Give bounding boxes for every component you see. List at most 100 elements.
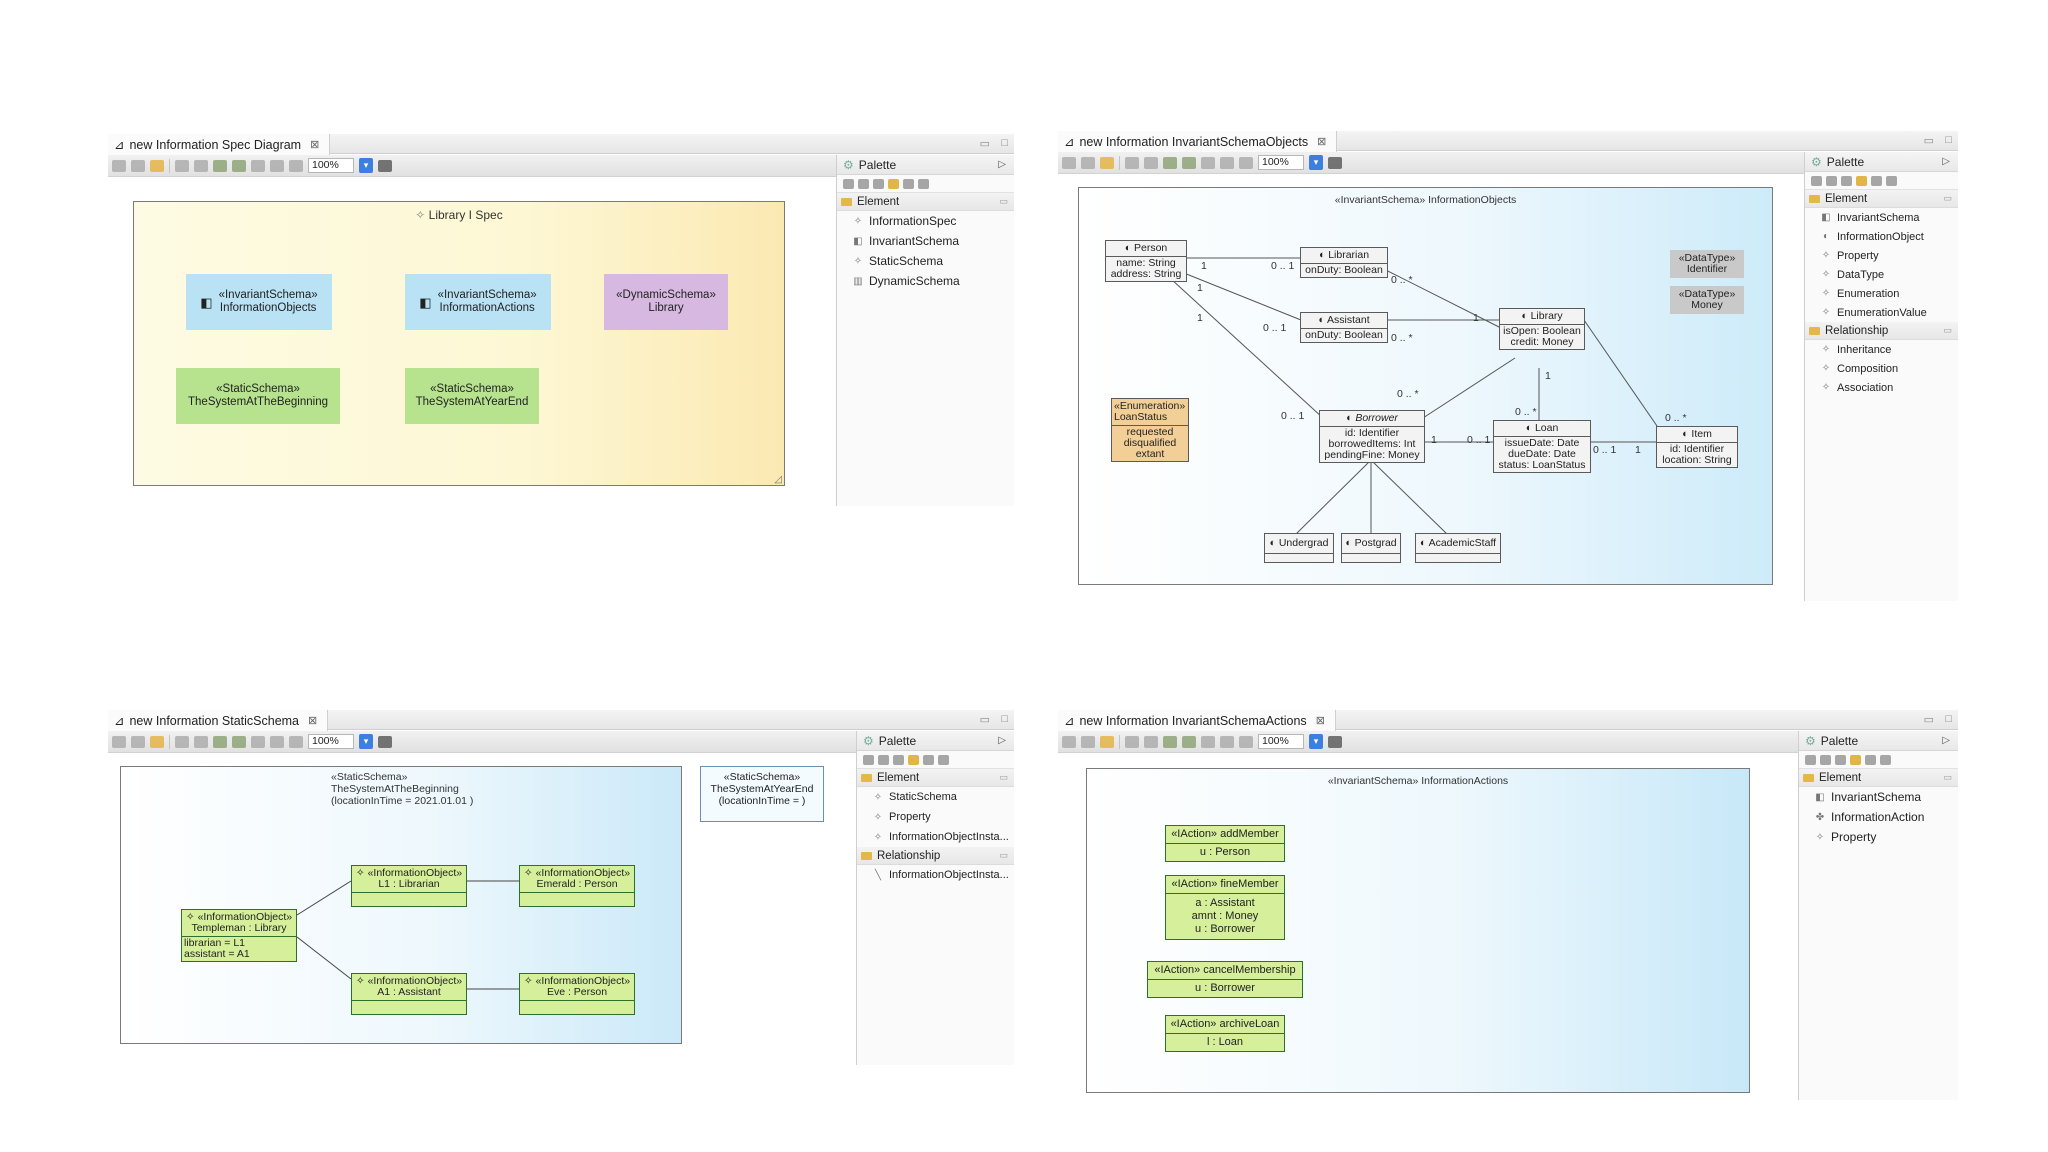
static-schema-canvas[interactable]: «StaticSchema» TheSystemAtTheBeginning (…	[120, 766, 682, 1044]
collapse-arrow-icon[interactable]: ▷	[998, 735, 1006, 746]
palette-item[interactable]: ✧InformationObjectInsta...	[857, 827, 1014, 847]
export-image-icon[interactable]	[1328, 735, 1342, 748]
zoom-dropdown-icon[interactable]: ▾	[359, 158, 373, 173]
link-icon[interactable]	[923, 754, 934, 765]
note-icon[interactable]	[908, 754, 919, 765]
palette-item[interactable]: ✧StaticSchema	[857, 787, 1014, 807]
palette-header[interactable]: ⚙ Palette ▷	[837, 155, 1014, 175]
font-icon[interactable]	[1201, 735, 1215, 748]
edit-icon[interactable]	[1100, 156, 1114, 169]
schema-year-end-box[interactable]: «StaticSchema» TheSystemAtYearEnd (locat…	[700, 766, 824, 822]
editor-tab[interactable]: ⊿ new Information InvariantSchemaActions…	[1058, 710, 1336, 731]
palette-item[interactable]: ✤InformationAction	[1799, 807, 1958, 827]
collapse-arrow-icon[interactable]: ▷	[998, 159, 1006, 170]
object-emerald[interactable]: ✧ «InformationObject»Emerald : Person	[519, 865, 635, 907]
collapse-icon[interactable]: ▭	[999, 772, 1008, 782]
zoom-in-icon[interactable]	[1826, 175, 1837, 186]
class-librarian[interactable]: ◐ Librarian onDuty: Boolean	[1300, 247, 1388, 278]
palette-group-element[interactable]: Element ▭	[857, 769, 1014, 787]
connector-icon[interactable]	[1144, 735, 1158, 748]
collapse-icon[interactable]: ▭	[999, 196, 1008, 206]
palette-group-element[interactable]: Element ▭	[1799, 769, 1958, 787]
zoom-field[interactable]: 100%	[308, 734, 354, 749]
schema-node[interactable]: «StaticSchema» TheSystemAtYearEnd	[405, 368, 539, 424]
minimize-icon[interactable]: ▭	[1923, 135, 1934, 147]
palette-header[interactable]: ⚙ Palette ▷	[1799, 731, 1958, 751]
palette-item[interactable]: ▥DynamicSchema	[837, 271, 1014, 291]
maximize-icon[interactable]: □	[1001, 137, 1008, 149]
zoom-in-icon[interactable]	[270, 159, 284, 172]
zoom-in-icon[interactable]	[1820, 754, 1831, 765]
connector-icon[interactable]	[194, 159, 208, 172]
arrange-icon[interactable]	[232, 735, 246, 748]
select-tool-icon[interactable]	[112, 735, 126, 748]
select-tool-icon[interactable]	[112, 159, 126, 172]
editor-tab[interactable]: ⊿ new Information StaticSchema ⊠	[108, 710, 329, 731]
edit-icon[interactable]	[1100, 735, 1114, 748]
schema-node[interactable]: «StaticSchema» TheSystemAtTheBeginning	[176, 368, 340, 424]
connector-icon[interactable]	[194, 735, 208, 748]
zoom-in-icon[interactable]	[1220, 156, 1234, 169]
export-image-icon[interactable]	[378, 735, 392, 748]
zoom-out-icon[interactable]	[1239, 735, 1253, 748]
minimize-icon[interactable]: ▭	[979, 138, 990, 150]
palette-item[interactable]: ✧Inheritance	[1805, 340, 1958, 359]
palette-item[interactable]: ✧DataType	[1805, 265, 1958, 284]
maximize-icon[interactable]: □	[1001, 713, 1008, 725]
zoom-field[interactable]: 100%	[1258, 734, 1304, 749]
route-icon[interactable]	[213, 735, 227, 748]
minimize-icon[interactable]: ▭	[1923, 714, 1934, 726]
collapse-arrow-icon[interactable]: ▷	[1942, 156, 1950, 167]
zoom-out-icon[interactable]	[1841, 175, 1852, 186]
pointer-icon[interactable]	[843, 178, 854, 189]
link-icon[interactable]	[903, 178, 914, 189]
link-icon[interactable]	[1865, 754, 1876, 765]
font-icon[interactable]	[251, 159, 265, 172]
class-diagram-canvas[interactable]: «InvariantSchema» InformationObjects ◐ P…	[1078, 187, 1773, 585]
object-a1[interactable]: ✧ «InformationObject»A1 : Assistant	[351, 973, 467, 1015]
actions-canvas[interactable]: «InvariantSchema» InformationActions «IA…	[1086, 768, 1750, 1093]
edit-icon[interactable]	[150, 735, 164, 748]
shape-icon[interactable]	[175, 159, 189, 172]
pointer-icon[interactable]	[863, 754, 874, 765]
zoom-in-icon[interactable]	[858, 178, 869, 189]
schema-node[interactable]: ◧ «InvariantSchema»InformationObjects	[186, 274, 332, 330]
select-tool-icon[interactable]	[1062, 156, 1076, 169]
zoom-out-icon[interactable]	[289, 159, 303, 172]
datatype-identifier[interactable]: «DataType» Identifier	[1670, 250, 1744, 278]
object-eve[interactable]: ✧ «InformationObject»Eve : Person	[519, 973, 635, 1015]
maximize-icon[interactable]: □	[1945, 134, 1952, 146]
action-add-member[interactable]: «IAction» addMember u : Person	[1165, 825, 1285, 862]
close-icon[interactable]: ⊠	[308, 715, 318, 727]
layout-icon[interactable]	[1081, 156, 1095, 169]
zoom-field[interactable]: 100%	[1258, 155, 1304, 170]
schema-node[interactable]: ◧ «InvariantSchema»InformationActions	[405, 274, 551, 330]
link-icon[interactable]	[1871, 175, 1882, 186]
resize-handle-icon[interactable]: ◿	[774, 474, 782, 485]
pen-icon[interactable]	[938, 754, 949, 765]
schema-node[interactable]: «DynamicSchema» Library	[604, 274, 728, 330]
pointer-icon[interactable]	[1805, 754, 1816, 765]
export-image-icon[interactable]	[378, 159, 392, 172]
pen-icon[interactable]	[1886, 175, 1897, 186]
pen-icon[interactable]	[1880, 754, 1891, 765]
minimize-icon[interactable]: ▭	[979, 714, 990, 726]
palette-item[interactable]: ✧Enumeration	[1805, 284, 1958, 303]
zoom-dropdown-icon[interactable]: ▾	[359, 734, 373, 749]
zoom-in-icon[interactable]	[270, 735, 284, 748]
object-l1[interactable]: ✧ «InformationObject»L1 : Librarian	[351, 865, 467, 907]
zoom-out-icon[interactable]	[893, 754, 904, 765]
layout-icon[interactable]	[131, 159, 145, 172]
maximize-icon[interactable]: □	[1945, 713, 1952, 725]
palette-item[interactable]: ◧InvariantSchema	[837, 231, 1014, 251]
route-icon[interactable]	[1163, 156, 1177, 169]
palette-group-relationship[interactable]: Relationship ▭	[1805, 322, 1958, 340]
note-icon[interactable]	[1856, 175, 1867, 186]
shape-icon[interactable]	[175, 735, 189, 748]
collapse-icon[interactable]: ▭	[999, 850, 1008, 860]
